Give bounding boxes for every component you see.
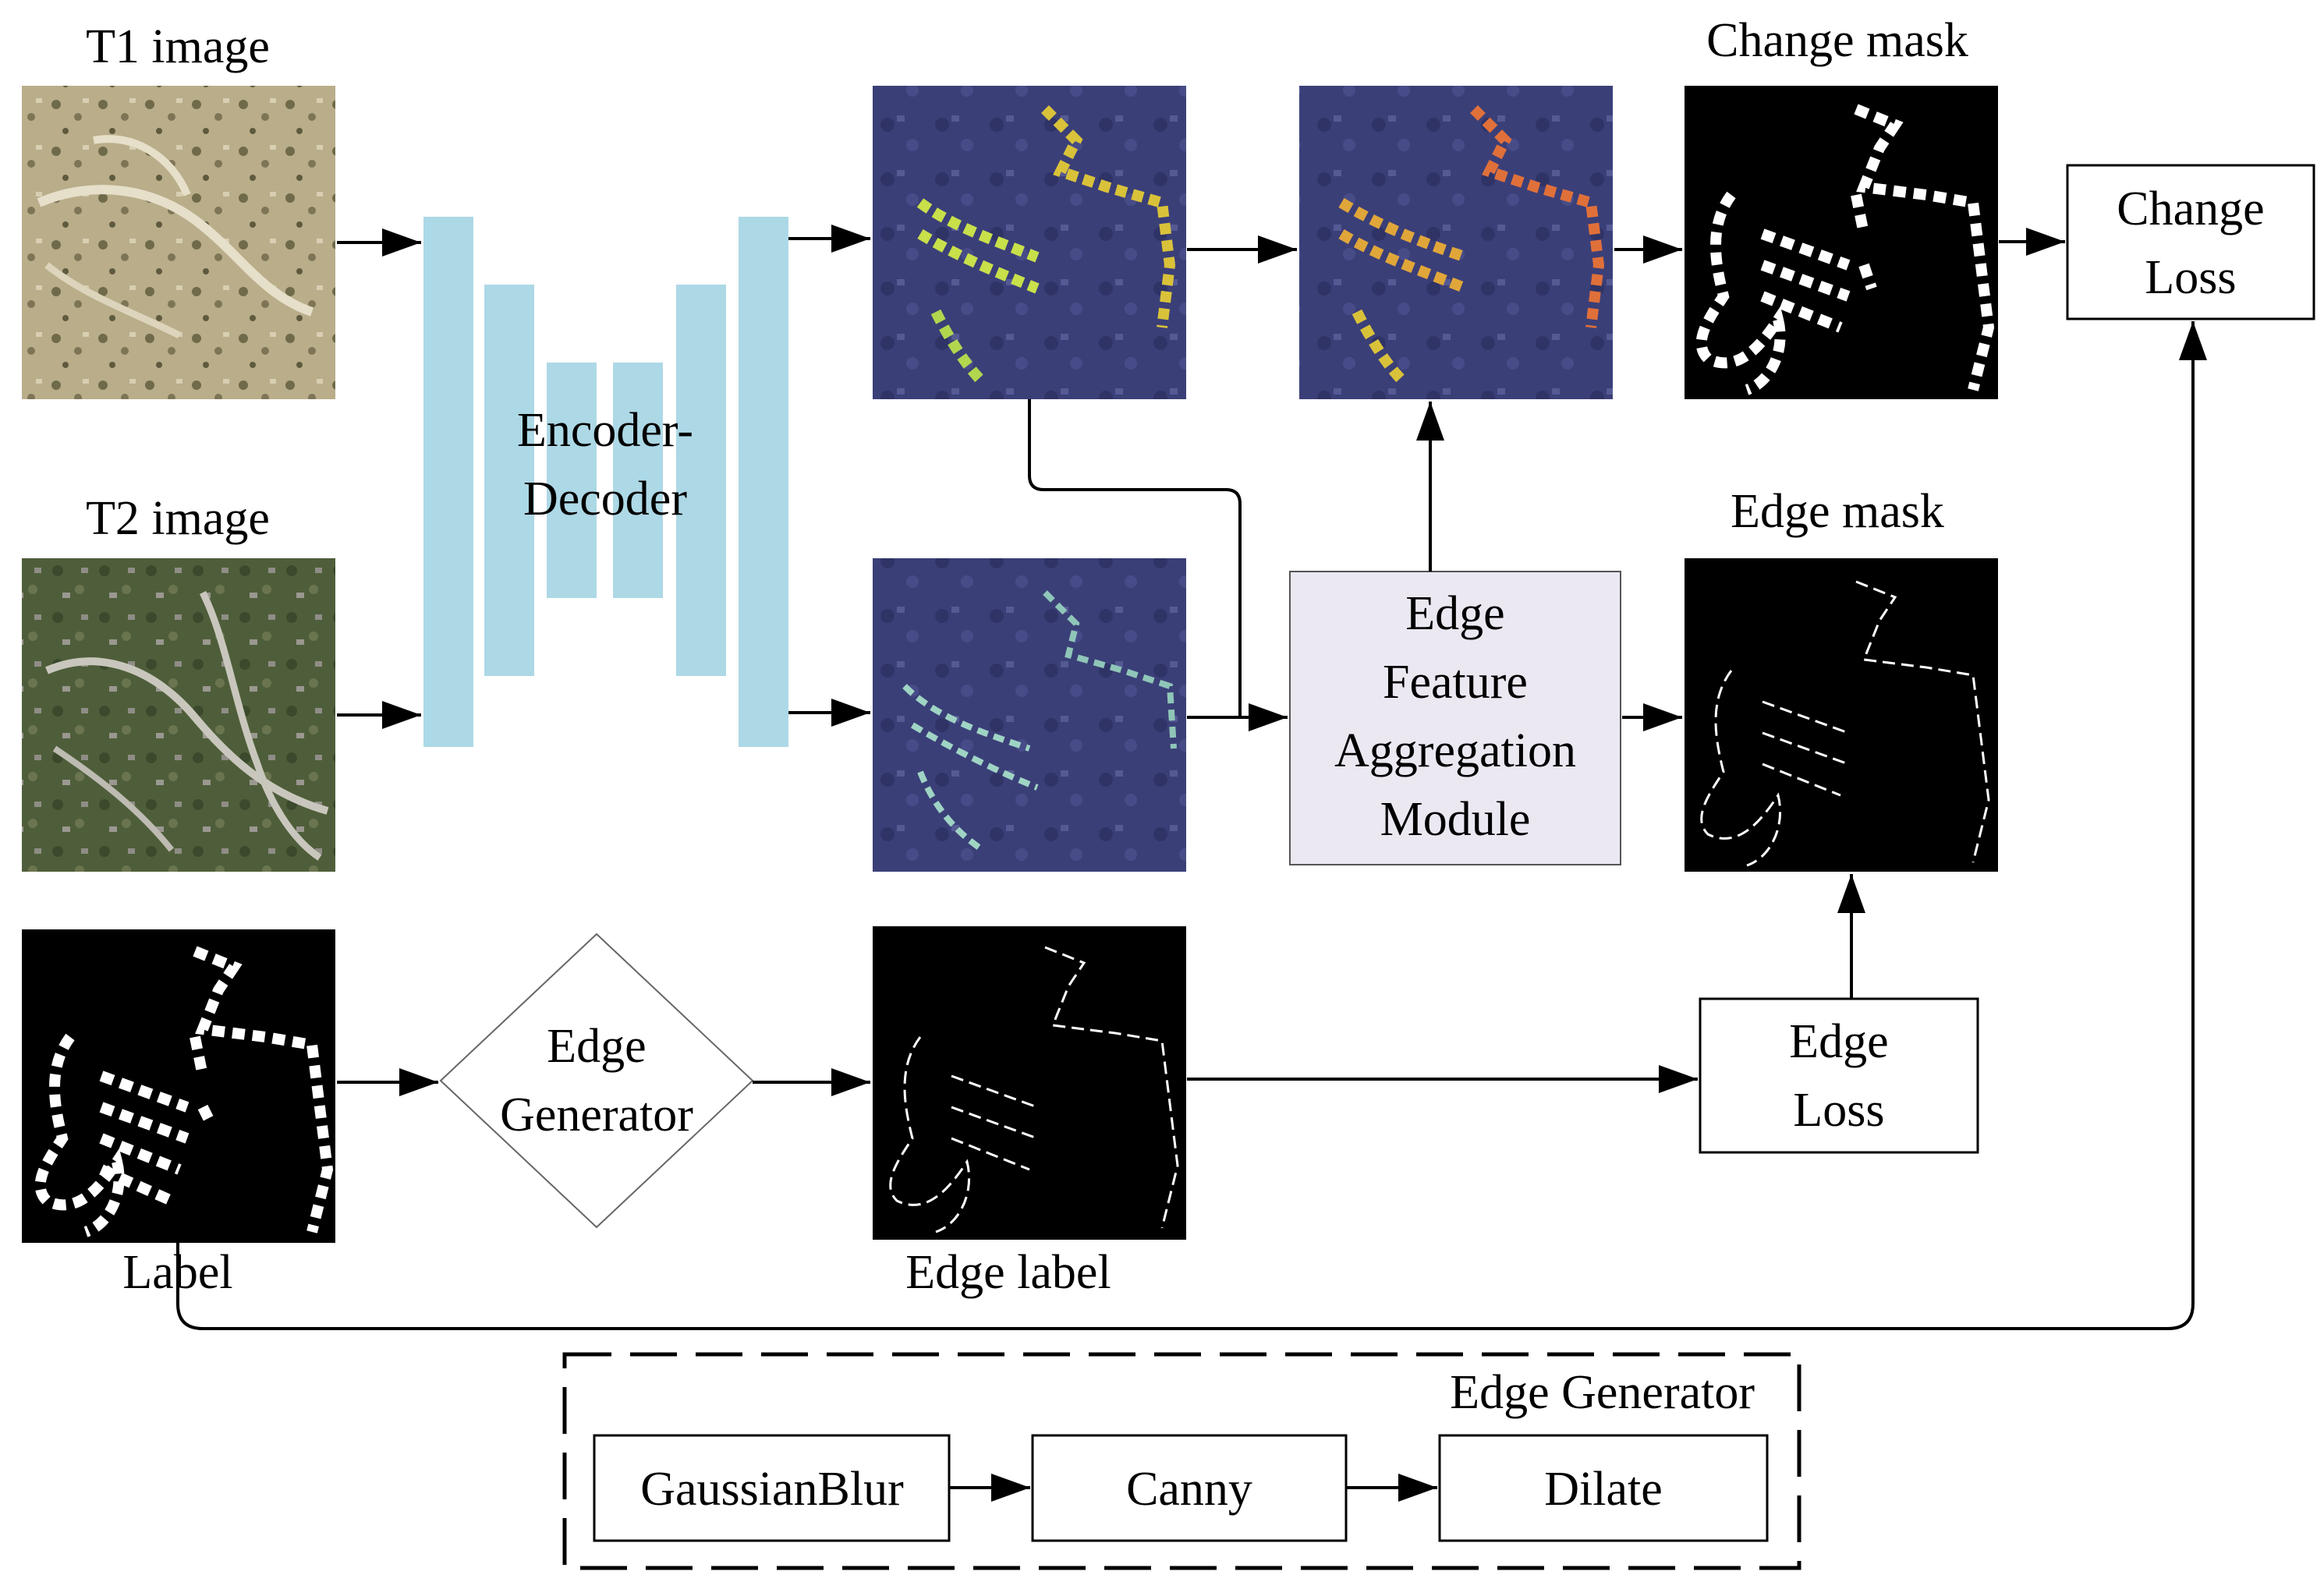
edge-generator-label-1: Edge (547, 1020, 646, 1073)
edge-generator-diamond: Edge Generator (439, 933, 754, 1229)
pipeline-step-canny-label: Canny (1126, 1463, 1252, 1516)
edge-label-caption: Edge label (905, 1246, 1111, 1299)
pipeline-step-gaussianblur (593, 1434, 951, 1542)
encoder-decoder: Encoder- Decoder (423, 217, 788, 747)
edge-mask-label: Edge mask (1731, 485, 1944, 538)
pipeline-step-dilate-label: Dilate (1544, 1463, 1663, 1516)
change-loss-label-1: Change (2117, 182, 2264, 235)
t2-image-label: T2 image (86, 492, 270, 545)
pipeline-step-gaussianblur-label: GaussianBlur (640, 1463, 904, 1516)
connectors (176, 225, 2207, 1330)
connector-feature-t1-to-efam (1028, 399, 1242, 717)
decoder-bar-2 (676, 285, 726, 676)
decoder-bar-3 (613, 363, 663, 598)
connector-label-to-change-loss (176, 321, 2207, 1330)
efam-label-1: Edge (1405, 587, 1504, 640)
feature-map-t2 (873, 558, 1186, 872)
decoder-bar-1 (739, 217, 788, 747)
encoder-decoder-label-1: Encoder- (517, 404, 693, 457)
pipeline-step-canny (1031, 1434, 1348, 1542)
aggregated-feature-map (1299, 86, 1613, 399)
pipeline-title: Edge Generator (1450, 1366, 1755, 1419)
t1-image-label: T1 image (86, 20, 270, 73)
edge-loss-box: Edge Loss (1699, 997, 1979, 1154)
efam-label-3: Aggregation (1334, 724, 1576, 777)
edge-loss-label-1: Edge (1789, 1015, 1888, 1068)
efam-label-4: Module (1380, 793, 1531, 846)
edge-mask-image (1685, 558, 1998, 872)
encoder-bar-3 (547, 363, 597, 598)
encoder-bar-1 (423, 217, 473, 747)
edge-loss-label-2: Loss (1793, 1084, 1884, 1137)
encoder-bar-2 (484, 285, 534, 676)
change-loss-box: Change Loss (2066, 164, 2315, 320)
t1-image (22, 86, 335, 399)
change-loss-label-2: Loss (2145, 251, 2236, 304)
edge-generator-label-2: Generator (500, 1088, 693, 1141)
t2-image (22, 558, 335, 872)
encoder-decoder-label-2: Decoder (523, 472, 687, 526)
edge-feature-aggregation-module: Edge Feature Aggregation Module (1289, 571, 1621, 865)
label-mask (22, 929, 335, 1243)
efam-label-2: Feature (1383, 656, 1528, 709)
change-mask-label: Change mask (1706, 14, 1968, 67)
edge-generator-pipeline: Edge Generator GaussianBlur Canny Dilate (562, 1352, 1801, 1570)
change-mask-image (1685, 86, 1998, 399)
edge-label-image (873, 926, 1186, 1240)
pipeline-step-dilate (1438, 1434, 1769, 1542)
feature-map-t1 (873, 86, 1186, 399)
